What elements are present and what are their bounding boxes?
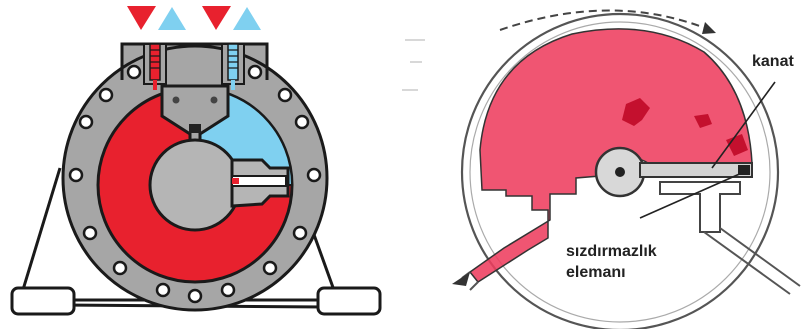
abutment-screw-left — [173, 97, 180, 104]
abutment-screw-right — [211, 97, 218, 104]
inlet-arrow-icon — [452, 272, 470, 286]
blue-up-triangle-icon — [233, 7, 261, 30]
actuator-cross-section — [12, 6, 380, 314]
vane-schematic: kanat sızdırmazlık elemanı — [402, 10, 800, 329]
seal-label-line1: sızdırmazlık — [566, 243, 657, 260]
right-foot — [318, 288, 380, 314]
seal-label-line2: elemanı — [566, 264, 626, 281]
red-port — [144, 44, 166, 90]
vane-seal-tip — [232, 178, 239, 184]
faint-marks — [402, 40, 425, 90]
rotation-arrow-head — [702, 22, 716, 34]
blue-up-triangle-icon — [158, 7, 186, 30]
blue-port — [222, 44, 244, 90]
red-down-triangle-icon — [127, 6, 156, 30]
red-down-triangle-icon — [202, 6, 231, 30]
shaft — [615, 167, 625, 177]
abutment-seal — [189, 124, 201, 133]
vane-label: kanat — [752, 53, 794, 70]
vane — [640, 163, 752, 177]
left-foot — [12, 288, 74, 314]
vane-seal-slot — [232, 176, 286, 186]
rotor-hub — [150, 140, 240, 230]
